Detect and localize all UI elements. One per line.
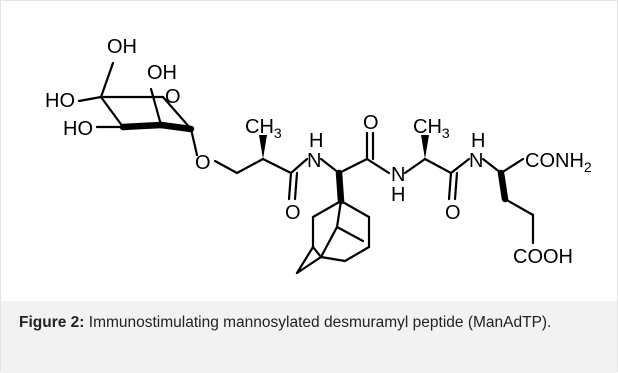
ad-10 [319,255,347,263]
bond-oe-ch2 [213,159,239,175]
ad-9 [343,245,371,263]
label-ho-upper: HO [45,90,75,112]
label-o-ether: O [195,152,211,174]
bond-co3-a [447,171,453,201]
ad-11 [295,255,323,275]
bond-ch-co1 [261,157,293,175]
wedge-ch3-2 [421,135,429,159]
caption-label: Figure 2: [19,314,85,331]
ad-12 [311,245,323,259]
ad-6 [319,225,339,259]
bond-co3-n3 [449,157,471,175]
bond-c2-c3 [119,121,165,131]
bond-c4-oh [77,95,103,103]
ad-3 [335,199,343,229]
bond-co1-n1 [289,157,309,175]
bond-sc-1 [503,197,535,217]
structure-drawing: OH OH HO HO O O CH3 H N O O N H CH3 O H … [45,36,592,275]
label-ch3-first: CH3 [245,116,282,141]
bond-c1-c2 [157,121,195,133]
bond-co3-b [453,171,459,201]
bond-n3-ca4 [481,157,503,175]
label-n-first: N [307,150,321,172]
label-n-third: N [469,150,483,172]
label-oh-ring: OH [147,62,177,84]
bond-ch2-ch [235,157,265,175]
chemical-structure: OH OH HO HO O O CH3 H N O O N H CH3 O H … [1,1,618,301]
bond-ch2-c5 [99,61,115,99]
bond-co1-b [293,171,299,201]
label-h-first: H [309,130,323,152]
bond-ca4-conh2 [499,157,525,175]
bond-ca2-co2 [337,157,369,175]
label-o-carbonyl-down: O [285,202,301,224]
bond-c1-oe [189,127,199,157]
bond-n2-ca3 [403,157,427,175]
bond-c2-oh [149,87,163,127]
label-ch3-second: CH3 [413,116,450,141]
ad-2 [339,199,371,219]
bond-co2-n2 [365,157,391,175]
ad-8 [295,245,315,275]
peptide-chain [213,131,535,245]
label-cooh: COOH [513,246,573,268]
label-h-second: H [391,184,405,206]
label-h-third: H [471,130,485,152]
label-ho-lower: HO [63,118,93,140]
bond-co1-a [287,171,293,201]
bond-c3-c4 [99,95,125,129]
bond-ca3-co3 [423,157,453,175]
label-o-ring: O [165,86,181,108]
bond-ca2-ad [335,169,345,205]
bond-ro-c1 [161,95,193,131]
label-n-second: N [391,164,405,186]
label-oh-top: OH [107,36,137,58]
ad-1 [311,199,343,219]
label-o-carbonyl-up: O [363,112,379,134]
label-conh2: CONH2 [525,150,592,175]
caption-text: Immunostimulating mannosylated desmuramy… [84,314,552,331]
bond-n1-ca2 [319,157,341,175]
label-o-carbonyl-down-2: O [445,202,461,224]
ad-7 [335,225,365,243]
bond-ca4-sc [497,169,509,203]
mannose-ring [77,61,199,157]
figure-caption: Figure 2: Immunostimulating mannosylated… [1,301,617,373]
adamantane [295,169,371,275]
wedge-ch3-1 [259,135,267,159]
